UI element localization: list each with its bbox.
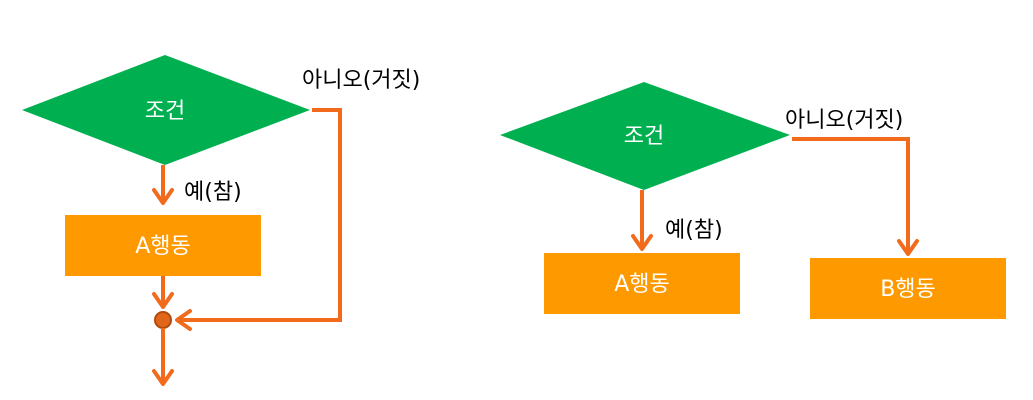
left-decision-label: 조건	[145, 99, 185, 124]
right-no-path-head	[897, 239, 919, 256]
left-junction-point	[154, 311, 172, 329]
left-no-path-line	[180, 108, 342, 322]
right-decision-label: 조건	[624, 124, 664, 149]
left-flowchart: 조건 예(참) A행동 아니오(거짓)	[22, 55, 420, 386]
right-yes-arrow-head	[631, 234, 653, 251]
left-action-a-box	[65, 215, 261, 276]
left-no-path-head	[175, 309, 192, 331]
left-exit-arrow-head	[152, 369, 174, 386]
right-action-b-box	[810, 258, 1006, 319]
left-yes-label: 예(참)	[184, 180, 242, 205]
right-flowchart: 조건 예(참) A행동 아니오(거짓) B행동	[500, 82, 1006, 319]
right-decision-diamond	[500, 82, 790, 190]
right-action-b-label: B행동	[880, 277, 936, 302]
right-action-a-label: A행동	[614, 272, 670, 297]
right-no-path-line	[792, 137, 910, 252]
right-yes-label: 예(참)	[665, 218, 723, 243]
left-yes-arrow-head	[152, 188, 174, 205]
left-decision-diamond	[22, 55, 310, 165]
left-no-label: 아니오(거짓)	[302, 68, 420, 93]
right-action-a-box	[544, 253, 740, 314]
left-a-to-junction-head	[152, 292, 174, 309]
right-no-label: 아니오(거짓)	[785, 108, 903, 133]
left-action-a-label: A행동	[135, 234, 191, 259]
